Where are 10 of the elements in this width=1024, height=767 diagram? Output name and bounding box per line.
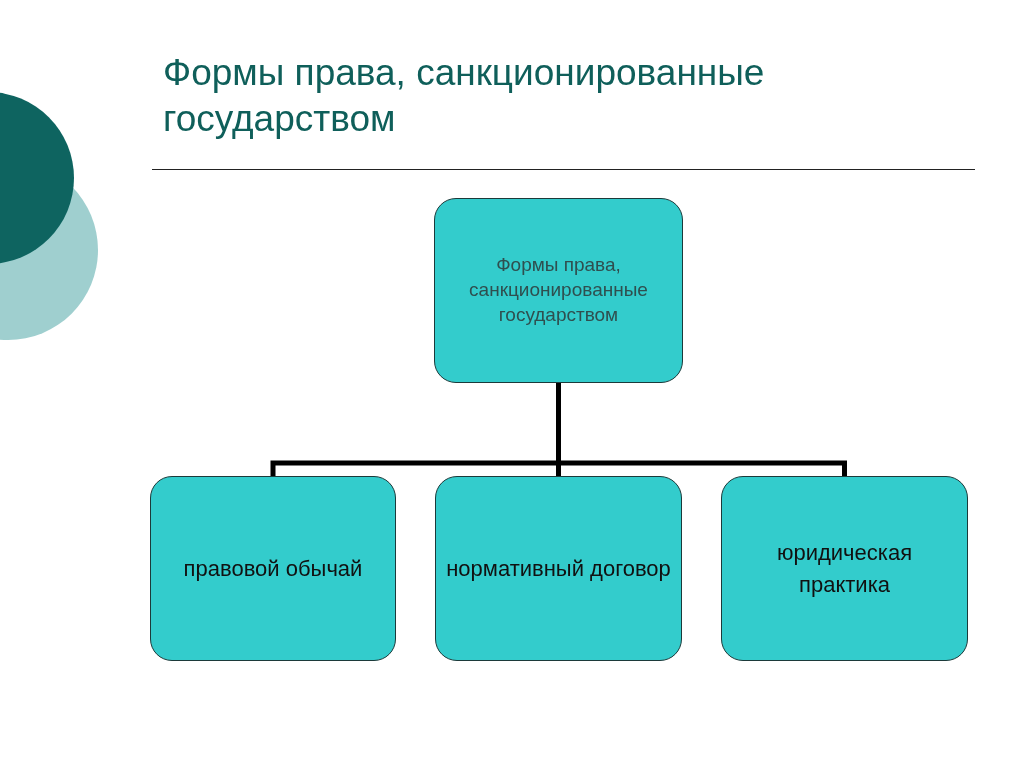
category-box xyxy=(150,476,396,661)
root-box xyxy=(434,198,683,383)
node-label: правовой обычай xyxy=(183,554,363,583)
category-box xyxy=(721,476,968,661)
connector-line xyxy=(556,383,847,476)
category-box xyxy=(435,476,682,661)
node-label: нормативный договор xyxy=(446,554,671,583)
slide-title: Формы права, санкционированные государством xyxy=(163,51,766,142)
node-label: юридическая практика xyxy=(775,538,914,599)
node-label: Формы права, санкционированные государством xyxy=(468,253,649,327)
